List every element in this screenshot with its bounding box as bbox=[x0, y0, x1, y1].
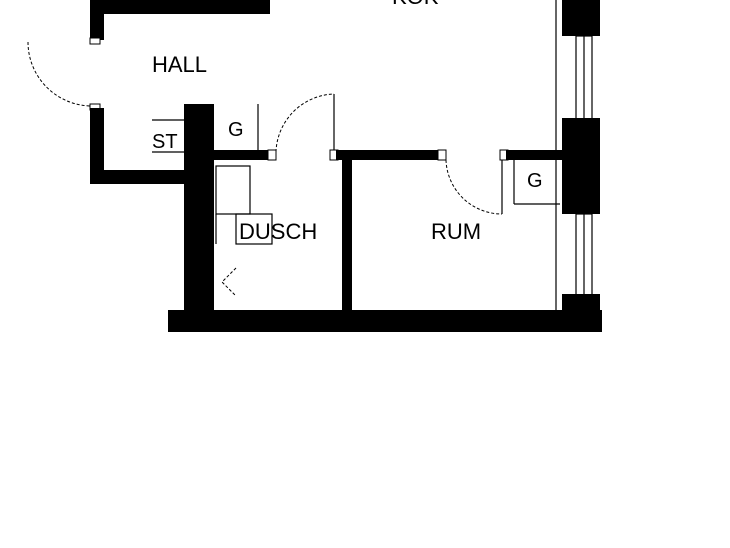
wall-hall-left bbox=[90, 108, 104, 184]
wall-room-closet-top bbox=[506, 150, 562, 160]
wall-central-vertical bbox=[184, 104, 214, 314]
label-shower: DUSCH bbox=[239, 219, 317, 244]
label-top-room: KÖK bbox=[392, 0, 439, 9]
wall-shower-room-divider bbox=[342, 160, 352, 310]
wall-bottom bbox=[168, 310, 602, 332]
door-jamb-room-right bbox=[437, 149, 447, 161]
wall-top-bar-end bbox=[258, 0, 270, 14]
hall-entrance-door-swing bbox=[27, 41, 93, 107]
shower-fixture-lower bbox=[235, 213, 273, 245]
label-closet-hall: G bbox=[228, 119, 244, 141]
wall-hall-bottom bbox=[90, 170, 200, 184]
label-storage: ST bbox=[152, 131, 178, 153]
wall-top-bar bbox=[90, 0, 270, 14]
wall-shower-top-left bbox=[214, 150, 274, 160]
shower-door-swing bbox=[275, 93, 335, 153]
shower-curtain-mark bbox=[221, 267, 237, 297]
door-jamb-shower bbox=[267, 149, 277, 161]
wall-room-top bbox=[336, 150, 440, 160]
label-hall: HALL bbox=[152, 52, 207, 77]
wall-right-bottom bbox=[562, 294, 600, 332]
door-jamb-top bbox=[89, 37, 101, 45]
wall-right-mid bbox=[562, 118, 600, 214]
label-room: RUM bbox=[431, 219, 481, 244]
room-door-swing bbox=[445, 159, 503, 215]
wall-right-top bbox=[562, 0, 600, 36]
label-closet-room: G bbox=[527, 170, 543, 192]
shower-fixture-upper bbox=[215, 165, 251, 215]
